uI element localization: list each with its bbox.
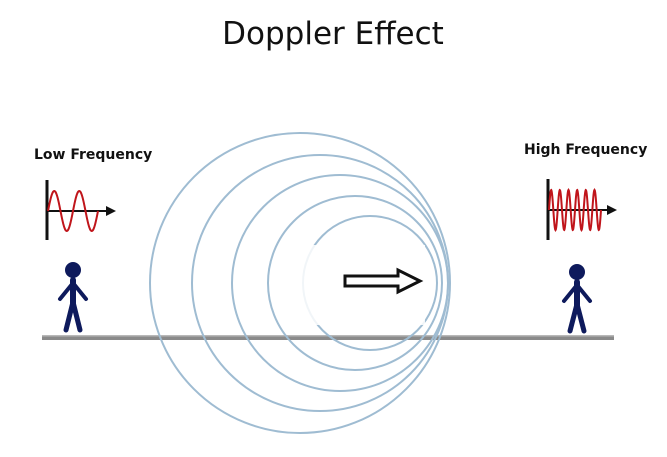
high-frequency-waveform: [548, 188, 602, 232]
person-icon: [562, 264, 592, 334]
low-frequency-wave-graph: [45, 180, 116, 240]
wave-ring: [149, 132, 451, 434]
wave-ring: [231, 174, 449, 392]
page-title: Doppler Effect: [222, 16, 444, 52]
motion-arrow-icon: [343, 267, 424, 295]
sound-wave-rings: [149, 132, 451, 434]
high-frequency-label: High Frequency: [524, 142, 647, 158]
high-frequency-wave-graph: [546, 179, 617, 240]
right-observer: High Frequency: [524, 142, 647, 334]
low-frequency-label: Low Frequency: [34, 147, 152, 163]
left-observer: Low Frequency: [34, 147, 152, 333]
person-icon: [58, 262, 88, 333]
wave-ring: [267, 195, 443, 371]
low-frequency-waveform: [47, 189, 99, 233]
